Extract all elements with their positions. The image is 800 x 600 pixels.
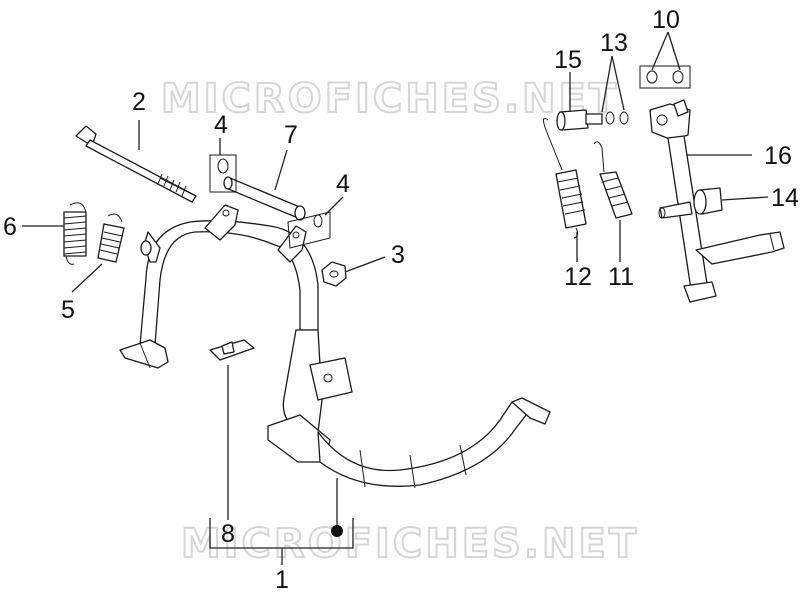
leader-1-dot — [331, 525, 343, 537]
leader-5 — [71, 263, 103, 293]
washer-set-left — [209, 154, 237, 193]
callout-11: 11 — [608, 263, 634, 291]
watermark-bottom: MICROFICHES.NET — [181, 521, 639, 567]
callout-10: 10 — [652, 6, 680, 34]
callout-labels: 2 4 7 4 3 6 5 8 1 15 13 10 16 14 12 11 — [3, 6, 799, 594]
callout-1: 1 — [275, 566, 289, 594]
callout-6: 6 — [3, 213, 17, 241]
spring-long — [542, 117, 587, 239]
leader-lines — [22, 31, 769, 565]
pivot-bolt — [75, 125, 197, 203]
callout-16: 16 — [764, 142, 792, 170]
leader-10b — [667, 31, 681, 71]
side-stand-bolt — [556, 109, 603, 131]
nut — [321, 261, 347, 287]
washer-set-right — [287, 211, 331, 249]
side-stand-leg — [649, 99, 785, 303]
callout-4-right: 4 — [336, 170, 350, 198]
spring-large — [63, 202, 87, 265]
leader-3 — [344, 256, 386, 273]
washer-box — [639, 65, 691, 89]
rubber-pad — [209, 339, 255, 361]
leader-14 — [721, 196, 769, 201]
pivot-pin — [223, 176, 306, 221]
spring-thin — [593, 141, 633, 219]
callout-8: 8 — [221, 520, 235, 548]
callout-12: 12 — [564, 263, 592, 291]
center-stand-frame — [119, 204, 551, 489]
bushing — [658, 187, 723, 219]
callout-4-left: 4 — [214, 111, 228, 139]
leader-13b — [611, 55, 625, 111]
callout-14: 14 — [771, 184, 799, 212]
watermark-top: MICROFICHES.NET — [161, 76, 619, 122]
leader-10a — [651, 31, 669, 71]
callout-2: 2 — [132, 88, 146, 116]
spring-small — [97, 213, 125, 263]
leader-4b — [324, 196, 344, 216]
washers-pair — [605, 111, 629, 125]
callout-13: 13 — [600, 29, 628, 57]
callout-5: 5 — [61, 296, 75, 324]
callout-7: 7 — [284, 121, 298, 149]
callout-15: 15 — [554, 46, 582, 74]
leader-7 — [274, 149, 288, 191]
leader-13a — [601, 55, 613, 113]
callout-3: 3 — [391, 241, 405, 269]
